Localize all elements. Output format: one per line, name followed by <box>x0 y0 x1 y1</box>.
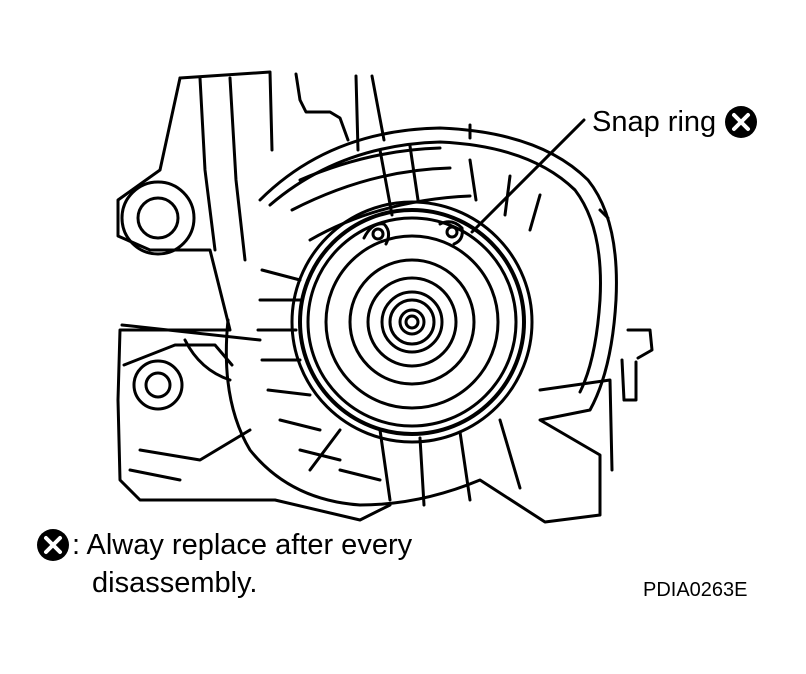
shaft-housing <box>538 328 654 472</box>
mounting-boss <box>120 180 232 411</box>
snap-ring-label: Snap ring <box>592 106 717 138</box>
note-text-line1: : Alway replace after every <box>72 529 413 561</box>
cover-outer <box>224 123 618 524</box>
bearing-assembly <box>290 200 534 444</box>
snap-ring-callout: Snap ring <box>592 104 758 140</box>
note-text-line2: disassembly. <box>92 567 258 599</box>
cover-ribs <box>256 144 542 507</box>
snap-ring <box>362 220 464 246</box>
do-not-reuse-x-icon <box>36 528 70 562</box>
housing-body <box>116 70 392 522</box>
do-not-reuse-x-icon <box>724 105 758 139</box>
callout-leader-line <box>470 118 586 234</box>
replacement-note: : Alway replace after every disassembly. <box>36 526 412 602</box>
figure-code: PDIA0263E <box>643 579 748 601</box>
